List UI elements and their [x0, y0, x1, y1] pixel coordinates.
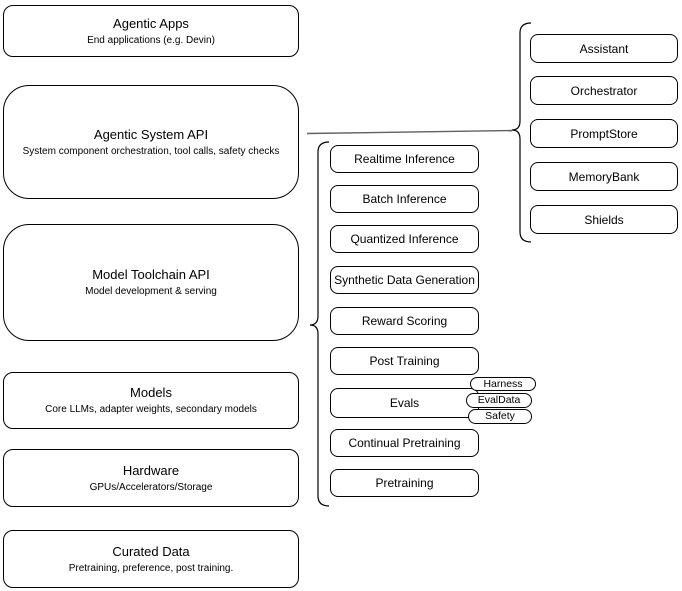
brace-system-components [511, 22, 532, 243]
box-title: Hardware [122, 462, 180, 478]
box-subtitle: Model development & serving [85, 286, 217, 297]
toolchain-item-quantized-inference: Quantized Inference [330, 225, 479, 253]
toolchain-item-post-training: Post Training [330, 347, 479, 375]
box-subtitle: GPUs/Accelerators/Storage [89, 481, 213, 493]
box-title: Model Toolchain API [92, 267, 210, 282]
evals-tag-evaldata: EvalData [466, 393, 532, 408]
toolchain-item-reward-scoring: Reward Scoring [330, 307, 479, 335]
toolchain-item-synthetic-data-generation: Synthetic Data Generation [330, 266, 479, 294]
box-agentic-apps: Agentic Apps End applications (e.g. Devi… [3, 5, 299, 57]
box-curated-data: Curated Data Pretraining, preference, po… [3, 530, 299, 588]
toolchain-item-continual-pretraining: Continual Pretraining [330, 429, 479, 457]
evals-tag-harness: Harness [470, 377, 536, 391]
toolchain-item-batch-inference: Batch Inference [330, 185, 479, 213]
box-title: Agentic Apps [113, 15, 189, 31]
box-subtitle: End applications (e.g. Devin) [87, 34, 215, 46]
evals-tag-safety: Safety [468, 409, 532, 424]
box-title: Models [130, 385, 172, 400]
box-subtitle: System component orchestration, tool cal… [22, 145, 280, 157]
connector-system-api-line [306, 129, 513, 135]
box-models: Models Core LLMs, adapter weights, secon… [3, 372, 299, 429]
box-subtitle: Pretraining, preference, post training. [68, 562, 234, 574]
box-subtitle: Core LLMs, adapter weights, secondary mo… [45, 404, 257, 415]
toolchain-item-realtime-inference: Realtime Inference [330, 145, 479, 173]
toolchain-item-evals: Evals [330, 388, 479, 418]
system-item-assistant: Assistant [530, 34, 678, 63]
box-model-toolchain-api: Model Toolchain API Model development & … [3, 224, 299, 341]
brace-toolchain-components [309, 141, 330, 507]
box-title: Curated Data [112, 543, 190, 559]
system-item-shields: Shields [530, 205, 678, 234]
box-agentic-system-api: Agentic System API System component orch… [3, 85, 299, 199]
box-title: Agentic System API [93, 126, 209, 142]
toolchain-item-pretraining: Pretraining [330, 469, 479, 497]
box-hardware: Hardware GPUs/Accelerators/Storage [3, 449, 299, 507]
system-item-orchestrator: Orchestrator [530, 76, 678, 105]
system-item-promptstore: PromptStore [530, 119, 678, 148]
system-item-memorybank: MemoryBank [530, 162, 678, 191]
